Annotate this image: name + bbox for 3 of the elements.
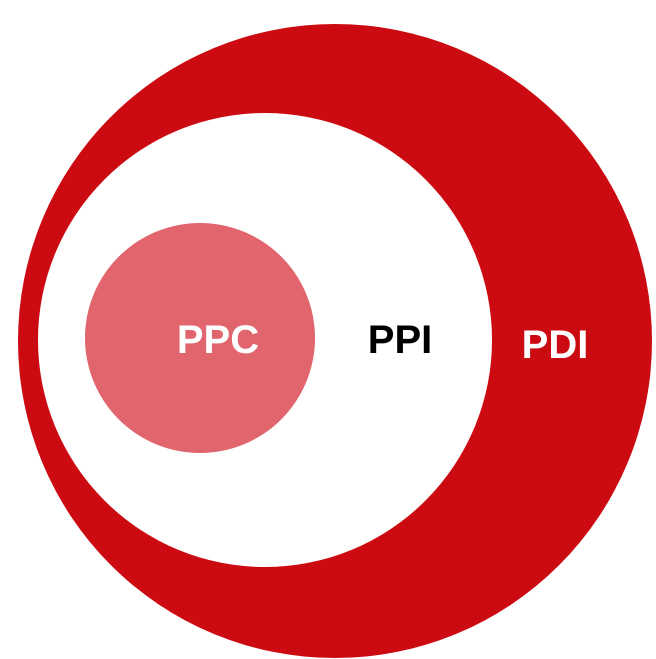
circle-label: PPC — [176, 320, 260, 360]
circle-label: PDI — [522, 325, 588, 365]
circle-label: PPI — [368, 320, 432, 360]
